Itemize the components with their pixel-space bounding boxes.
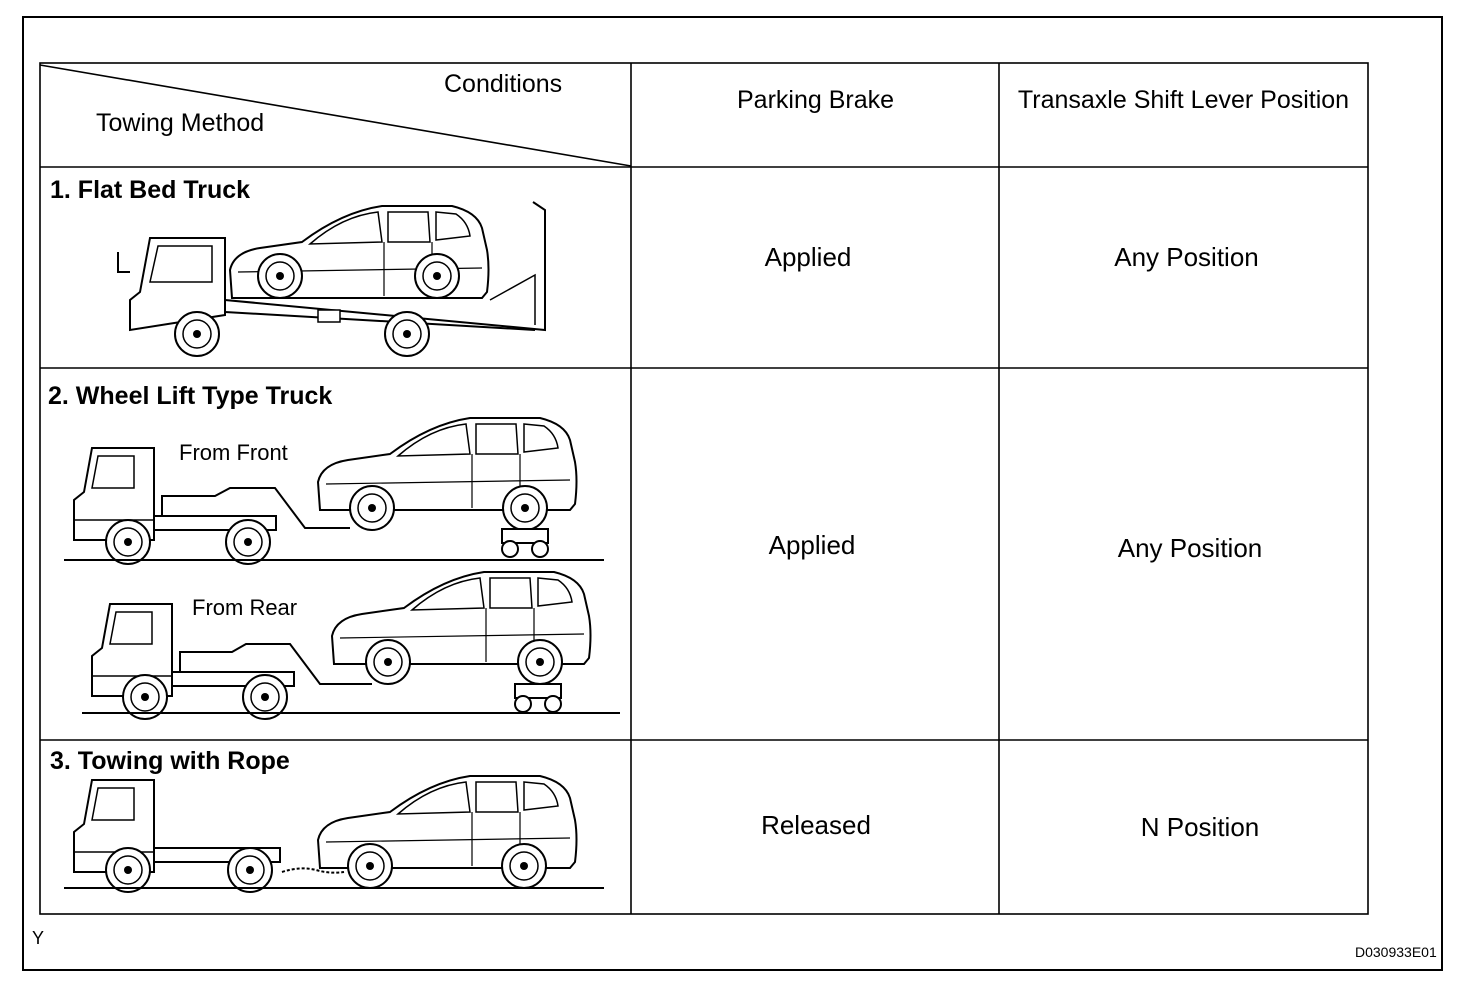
sub-label-from-rear: From Rear <box>192 595 298 620</box>
wheel-lift-truck-icon <box>64 417 620 720</box>
flat-bed-truck-icon <box>118 202 545 357</box>
footer-left-mark: Y <box>32 928 45 948</box>
figure-code: D030933E01 <box>1355 944 1437 960</box>
method-flat-bed: 1. Flat Bed Truck <box>50 176 251 204</box>
method-rope: 3. Towing with Rope <box>50 747 290 775</box>
row3-shift-lever: N Position <box>1140 812 1260 842</box>
figure-frame <box>22 16 1443 971</box>
method-wheel-lift: 2. Wheel Lift Type Truck <box>48 382 333 410</box>
row3-parking-brake: Released <box>761 810 871 840</box>
towing-method-header: Towing Method <box>96 109 265 137</box>
conditions-header: Conditions <box>444 70 563 98</box>
row1-parking-brake: Applied <box>764 242 852 272</box>
header-diagonal-line <box>39 64 632 167</box>
parking-brake-header: Parking Brake <box>736 86 895 114</box>
row1-shift-lever: Any Position <box>1114 242 1259 272</box>
row2-shift-lever: Any Position <box>1117 533 1263 563</box>
sub-label-from-front: From Front <box>179 440 288 465</box>
row2-parking-brake: Applied <box>768 530 856 560</box>
shift-lever-header: Transaxle Shift Lever Position <box>1017 86 1350 114</box>
rope-tow-icon <box>64 775 604 893</box>
